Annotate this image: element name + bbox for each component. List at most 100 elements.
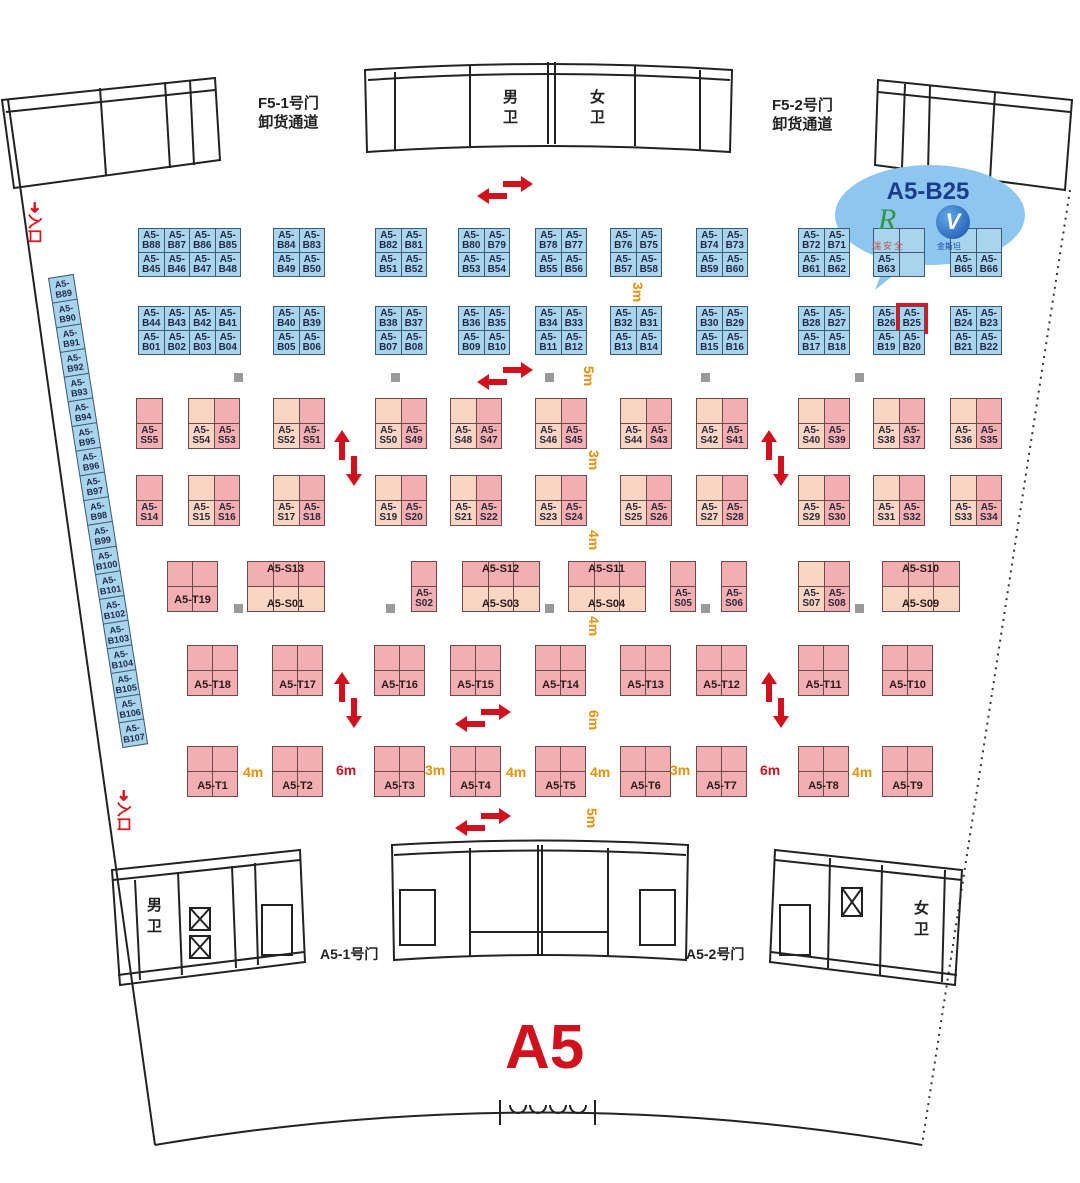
booth-a5-b03[interactable]: A5-B03 bbox=[189, 330, 216, 355]
booth-a5-t4[interactable]: A5-T4 bbox=[460, 780, 491, 792]
booth-a5-b43[interactable]: A5-B43 bbox=[163, 306, 190, 331]
booth-a5-b46[interactable]: A5-B46 bbox=[163, 252, 190, 277]
booth-a5-s12[interactable]: A5-S12 bbox=[481, 563, 520, 575]
booth-a5-s42[interactable]: A5-S42 bbox=[696, 423, 723, 449]
booth-a5-b79[interactable]: A5-B79 bbox=[483, 228, 510, 253]
booth-a5-b52[interactable]: A5-B52 bbox=[400, 252, 427, 277]
booth-a5-s45[interactable]: A5-S45 bbox=[560, 423, 587, 449]
booth-a5-b17[interactable]: A5-B17 bbox=[798, 330, 825, 355]
booth-a5-s19[interactable]: A5-S19 bbox=[375, 500, 402, 526]
booth-a5-b14[interactable]: A5-B14 bbox=[635, 330, 662, 355]
booth-a5-s01[interactable]: A5-S01 bbox=[266, 598, 305, 610]
booth-a5-s06[interactable]: A5-S06 bbox=[721, 586, 747, 612]
booth-a5-b13[interactable]: A5-B13 bbox=[610, 330, 637, 355]
booth-a5-s15[interactable]: A5-S15 bbox=[188, 500, 215, 526]
booth-a5-t8[interactable]: A5-T8 bbox=[808, 780, 839, 792]
booth-a5-t6[interactable]: A5-T6 bbox=[630, 780, 661, 792]
booth-a5-s46[interactable]: A5-S46 bbox=[535, 423, 562, 449]
booth-a5-s04[interactable]: A5-S04 bbox=[587, 598, 626, 610]
booth-a5-b16[interactable]: A5-B16 bbox=[721, 330, 748, 355]
booth-a5-s31[interactable]: A5-S31 bbox=[873, 500, 900, 526]
booth-a5-b42[interactable]: A5-B42 bbox=[189, 306, 216, 331]
booth-a5-b37[interactable]: A5-B37 bbox=[400, 306, 427, 331]
booth-a5-b55[interactable]: A5-B55 bbox=[535, 252, 562, 277]
booth-a5-b54[interactable]: A5-B54 bbox=[483, 252, 510, 277]
booth-a5-s27[interactable]: A5-S27 bbox=[696, 500, 723, 526]
booth-a5-t2[interactable]: A5-T2 bbox=[282, 780, 313, 792]
booth-a5-b65[interactable]: A5-B65 bbox=[950, 252, 977, 277]
booth-a5-b39[interactable]: A5-B39 bbox=[298, 306, 325, 331]
booth-a5-b51[interactable]: A5-B51 bbox=[375, 252, 402, 277]
booth-a5-b35[interactable]: A5-B35 bbox=[483, 306, 510, 331]
booth-a5-b38[interactable]: A5-B38 bbox=[375, 306, 402, 331]
booth-a5-b18[interactable]: A5-B18 bbox=[823, 330, 850, 355]
booth-a5-b30[interactable]: A5-B30 bbox=[696, 306, 723, 331]
booth-a5-b41[interactable]: A5-B41 bbox=[214, 306, 241, 331]
booth-a5-b32[interactable]: A5-B32 bbox=[610, 306, 637, 331]
booth-a5-b08[interactable]: A5-B08 bbox=[400, 330, 427, 355]
booth-a5-s07[interactable]: A5-S07 bbox=[798, 586, 825, 612]
booth-a5-b72[interactable]: A5-B72 bbox=[798, 228, 825, 253]
booth-a5-s48[interactable]: A5-S48 bbox=[450, 423, 477, 449]
booth-a5-t5[interactable]: A5-T5 bbox=[545, 780, 576, 792]
booth-a5-s53[interactable]: A5-S53 bbox=[213, 423, 240, 449]
booth-a5-b27[interactable]: A5-B27 bbox=[823, 306, 850, 331]
booth-a5-s30[interactable]: A5-S30 bbox=[823, 500, 850, 526]
booth-a5-b10[interactable]: A5-B10 bbox=[483, 330, 510, 355]
booth-a5-b88[interactable]: A5-B88 bbox=[138, 228, 165, 253]
booth-a5-b33[interactable]: A5-B33 bbox=[560, 306, 587, 331]
booth-a5-b40[interactable]: A5-B40 bbox=[273, 306, 300, 331]
booth-a5-t19[interactable]: A5-T19 bbox=[174, 594, 211, 606]
booth-a5-s20[interactable]: A5-S20 bbox=[400, 500, 427, 526]
booth-a5-s08[interactable]: A5-S08 bbox=[823, 586, 850, 612]
booth-a5-t15[interactable]: A5-T15 bbox=[457, 679, 494, 691]
booth-a5-b82[interactable]: A5-B82 bbox=[375, 228, 402, 253]
booth-a5-b56[interactable]: A5-B56 bbox=[560, 252, 587, 277]
booth-a5-t16[interactable]: A5-T16 bbox=[381, 679, 418, 691]
booth-a5-b05[interactable]: A5-B05 bbox=[273, 330, 300, 355]
booth-a5-s14[interactable]: A5-S14 bbox=[136, 500, 163, 526]
booth-a5-b78[interactable]: A5-B78 bbox=[535, 228, 562, 253]
booth-a5-t11[interactable]: A5-T11 bbox=[805, 679, 842, 691]
booth-a5-s40[interactable]: A5-S40 bbox=[798, 423, 825, 449]
booth-a5-b62[interactable]: A5-B62 bbox=[823, 252, 850, 277]
booth-a5-b63[interactable]: A5-B63 bbox=[873, 252, 900, 277]
booth-a5-s13[interactable]: A5-S13 bbox=[266, 563, 305, 575]
booth-a5-b87[interactable]: A5-B87 bbox=[163, 228, 190, 253]
booth-a5-b107[interactable]: A5-B107 bbox=[118, 718, 149, 749]
booth-a5-t12[interactable]: A5-T12 bbox=[703, 679, 740, 691]
booth-a5-b48[interactable]: A5-B48 bbox=[214, 252, 241, 277]
booth-a5-b28[interactable]: A5-B28 bbox=[798, 306, 825, 331]
booth-a5-s55[interactable]: A5-S55 bbox=[136, 423, 163, 449]
booth-a5-s52[interactable]: A5-S52 bbox=[273, 423, 300, 449]
booth-a5-b49[interactable]: A5-B49 bbox=[273, 252, 300, 277]
booth-a5-s47[interactable]: A5-S47 bbox=[475, 423, 502, 449]
booth-a5-b74[interactable]: A5-B74 bbox=[696, 228, 723, 253]
booth-a5-s03[interactable]: A5-S03 bbox=[481, 598, 520, 610]
booth-a5-s50[interactable]: A5-S50 bbox=[375, 423, 402, 449]
booth-a5-b29[interactable]: A5-B29 bbox=[721, 306, 748, 331]
booth-a5-b24[interactable]: A5-B24 bbox=[950, 306, 977, 331]
booth-a5-s23[interactable]: A5-S23 bbox=[535, 500, 562, 526]
booth-a5-s37[interactable]: A5-S37 bbox=[898, 423, 925, 449]
booth-a5-b58[interactable]: A5-B58 bbox=[635, 252, 662, 277]
booth-a5-b20[interactable]: A5-B20 bbox=[898, 330, 925, 355]
booth-a5-t1[interactable]: A5-T1 bbox=[197, 780, 228, 792]
booth-a5-b84[interactable]: A5-B84 bbox=[273, 228, 300, 253]
booth-a5-b04[interactable]: A5-B04 bbox=[214, 330, 241, 355]
booth-a5-s33[interactable]: A5-S33 bbox=[950, 500, 977, 526]
booth-a5-s51[interactable]: A5-S51 bbox=[298, 423, 325, 449]
booth-a5-b77[interactable]: A5-B77 bbox=[560, 228, 587, 253]
booth-a5-t18[interactable]: A5-T18 bbox=[194, 679, 231, 691]
booth-a5-b12[interactable]: A5-B12 bbox=[560, 330, 587, 355]
booth-a5-t10[interactable]: A5-T10 bbox=[889, 679, 926, 691]
booth-a5-t3[interactable]: A5-T3 bbox=[384, 780, 415, 792]
booth-a5-b76[interactable]: A5-B76 bbox=[610, 228, 637, 253]
booth-a5-b86[interactable]: A5-B86 bbox=[189, 228, 216, 253]
booth-a5-b11[interactable]: A5-B11 bbox=[535, 330, 562, 355]
booth-a5-b19[interactable]: A5-B19 bbox=[873, 330, 900, 355]
booth-a5-b57[interactable]: A5-B57 bbox=[610, 252, 637, 277]
booth-a5-b83[interactable]: A5-B83 bbox=[298, 228, 325, 253]
booth-a5-s16[interactable]: A5-S16 bbox=[213, 500, 240, 526]
booth-a5-s09[interactable]: A5-S09 bbox=[901, 598, 940, 610]
